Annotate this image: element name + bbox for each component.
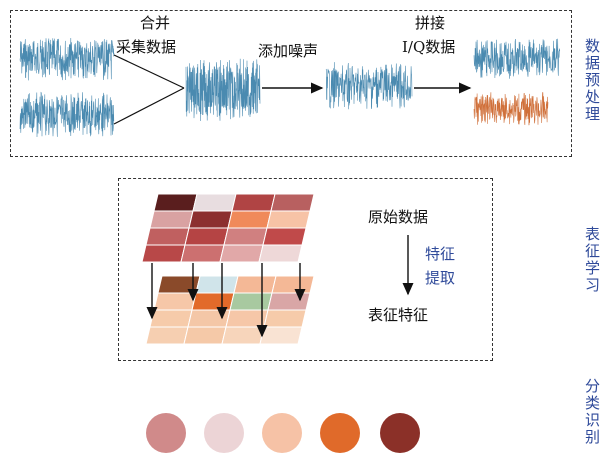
extract-label-line1: 特征 <box>425 245 456 263</box>
class-circle-5 <box>380 413 420 453</box>
merge-line-top <box>113 54 185 89</box>
feature-cell-3-1 <box>183 326 227 345</box>
raw-data-cell-1-1 <box>188 210 233 229</box>
feature-cell-0-3 <box>271 275 315 294</box>
waveform-input-2 <box>19 91 115 138</box>
class-circle-3 <box>262 413 302 453</box>
feature-label: 表征特征 <box>368 306 429 324</box>
feature-cell-2-3 <box>263 309 307 328</box>
raw-data-label: 原始数据 <box>368 208 429 226</box>
waveform-noisy-trace <box>325 62 413 110</box>
waveform-merged <box>185 58 261 122</box>
merge-label-line2: 采集数据 <box>116 38 177 56</box>
extract-label-line2: 提取 <box>425 269 456 287</box>
feature-cell-1-0 <box>153 292 197 311</box>
noise-label: 添加噪声 <box>258 42 319 60</box>
feature-cell-3-0 <box>145 326 189 345</box>
waveform-q-channel-trace <box>473 92 549 126</box>
concat-label-line1: 拼接 <box>415 14 446 32</box>
waveform-input-2-trace <box>19 91 115 138</box>
feature-cell-0-2 <box>233 275 277 294</box>
feature-cell-3-3 <box>259 326 303 345</box>
raw-data-cell-3-1 <box>180 244 225 263</box>
raw-data-cell-0-2 <box>231 193 276 212</box>
raw-data-cell-2-1 <box>184 227 229 246</box>
waveform-i-channel <box>473 38 561 79</box>
side-label-preprocess: 数据预处理 <box>583 38 601 123</box>
raw-data-cell-1-0 <box>149 210 194 229</box>
raw-data-cell-2-3 <box>262 227 307 246</box>
raw-data-cell-3-3 <box>258 244 303 263</box>
merge-label-line1: 合并 <box>140 14 171 32</box>
raw-data-grid <box>141 193 315 263</box>
raw-data-cell-0-3 <box>270 193 315 212</box>
raw-data-cell-1-2 <box>227 210 272 229</box>
feature-cell-2-0 <box>149 309 193 328</box>
class-circle-1 <box>146 413 186 453</box>
class-circle-4 <box>320 413 360 453</box>
preprocess-box <box>10 10 572 157</box>
raw-data-cell-0-0 <box>153 193 198 212</box>
waveform-input-1 <box>19 37 115 81</box>
raw-data-cell-0-1 <box>192 193 237 212</box>
raw-data-cell-2-2 <box>223 227 268 246</box>
waveform-group <box>19 37 561 138</box>
feature-cell-1-2 <box>229 292 273 311</box>
raw-data-cell-2-0 <box>145 227 190 246</box>
raw-data-cell-3-2 <box>219 244 264 263</box>
feature-cell-2-1 <box>187 309 231 328</box>
representation-box <box>118 178 493 361</box>
waveform-input-1-trace <box>19 37 115 81</box>
feature-grid <box>145 275 315 345</box>
class-circle-2 <box>204 413 244 453</box>
raw-data-cell-3-0 <box>141 244 186 263</box>
side-label-classification: 分类识别 <box>583 378 601 446</box>
raw-data-cell-1-3 <box>266 210 311 229</box>
feature-cell-0-1 <box>195 275 239 294</box>
merge-line-bottom <box>113 87 185 125</box>
waveform-noisy <box>325 62 413 110</box>
concat-label-line2: I/Q数据 <box>402 38 456 56</box>
feature-cell-3-2 <box>221 326 265 345</box>
side-label-representation: 表征学习 <box>583 226 601 294</box>
waveform-i-channel-trace <box>473 38 561 79</box>
waveform-q-channel <box>473 92 549 126</box>
feature-cell-1-3 <box>267 292 311 311</box>
feature-cell-1-1 <box>191 292 235 311</box>
waveform-merged-trace <box>185 58 261 122</box>
